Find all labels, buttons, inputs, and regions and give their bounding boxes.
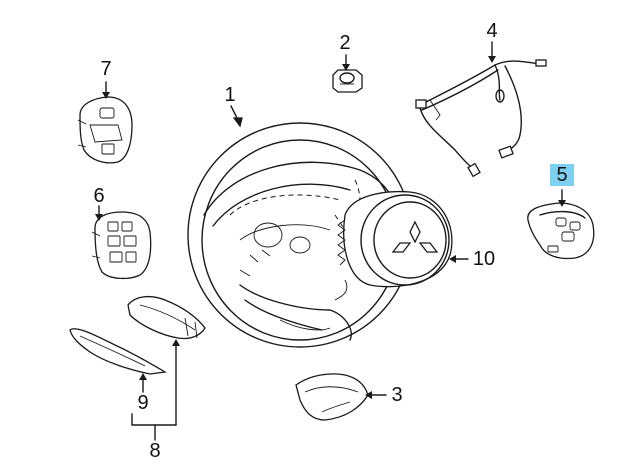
lower-cover-part-8 (127, 295, 206, 340)
callout-4: 4 (486, 20, 498, 42)
left-switch-upper-part (77, 96, 133, 164)
callout-7: 7 (100, 58, 112, 80)
callout-5: 5 (550, 164, 574, 186)
callout-8: 8 (149, 440, 161, 462)
right-switch-part (527, 202, 595, 260)
callout-10: 10 (472, 248, 496, 270)
column-cover-part (295, 373, 369, 421)
nut-part (332, 69, 363, 93)
wiring-harness-part (415, 59, 547, 178)
lower-cover-part-9 (69, 328, 167, 375)
left-switch-lower-part (91, 211, 152, 280)
callout-2: 2 (339, 32, 351, 54)
logo-icon (391, 220, 439, 253)
callout-3: 3 (391, 384, 403, 406)
leader-lines (95, 41, 566, 441)
horn-pad-part (337, 190, 453, 288)
callout-9: 9 (137, 392, 149, 414)
steering-wheel-part (187, 122, 413, 348)
callout-6: 6 (93, 185, 105, 207)
callout-1: 1 (224, 84, 236, 106)
